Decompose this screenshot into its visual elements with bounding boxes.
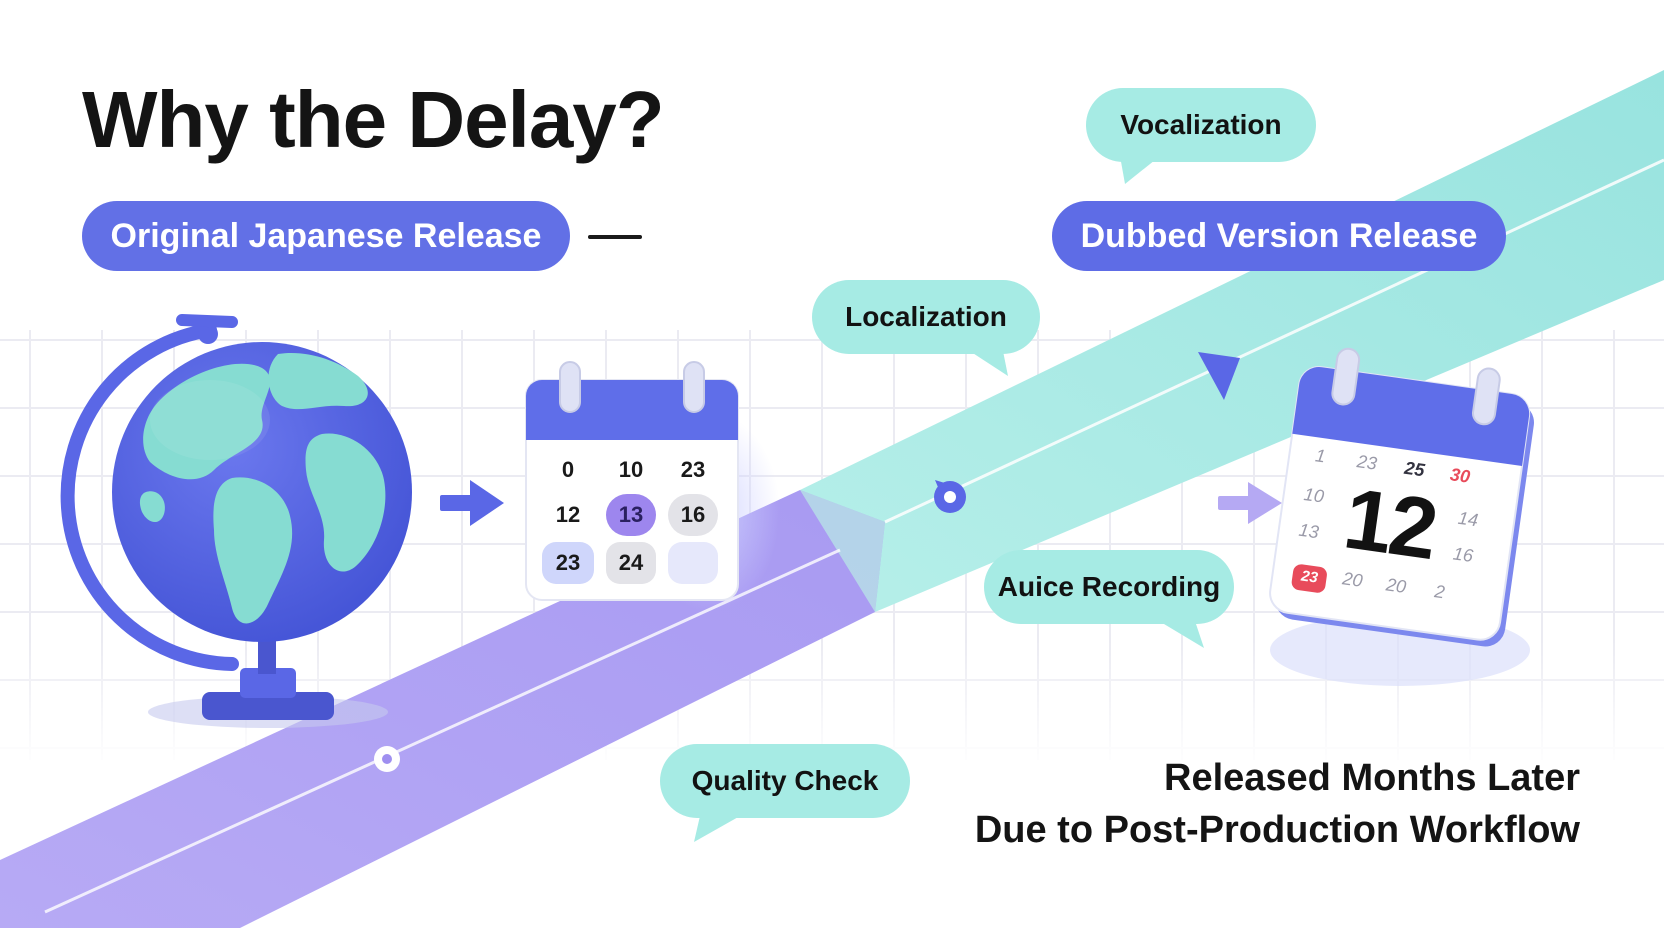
step-bubble-vocalization: Vocalization: [1086, 88, 1316, 162]
calendar-date: 20: [1341, 568, 1364, 591]
calendar-date: 20: [1384, 574, 1408, 597]
caption-line-2: Due to Post-Production Workflow: [974, 809, 1580, 851]
step-bubble-quality-check: Quality Check: [660, 744, 910, 818]
arrow-right-icon: [440, 480, 504, 526]
step-bubble-recording: Auice Recording: [984, 550, 1234, 624]
caption: Released Months Later Due to Post-Produc…: [975, 752, 1580, 856]
calendar-date: 10: [618, 457, 644, 482]
original-release-label: Original Japanese Release: [82, 201, 570, 271]
arrow-right-icon: [1218, 482, 1282, 524]
calendar-date: 23: [555, 550, 581, 575]
step-bubble-localization: Localization: [812, 280, 1040, 354]
calendar-date: 12: [555, 502, 581, 527]
page-title: Why the Delay?: [82, 75, 665, 164]
calendar-date-highlight: 23: [1300, 567, 1319, 587]
caption-line-1: Released Months Later: [1164, 757, 1580, 799]
dubbed-release-label: Dubbed Version Release: [1052, 201, 1506, 271]
calendar-date: 23: [680, 457, 706, 482]
calendar-date: 16: [680, 502, 706, 527]
calendar-date: 0: [561, 457, 575, 482]
calendar-date-selected: 13: [618, 502, 644, 527]
pointer-triangle: [1198, 352, 1240, 400]
calendar-big-date: 12: [1338, 470, 1441, 578]
calendar-date: 24: [618, 550, 644, 575]
calendar-icon: [525, 361, 780, 612]
globe-icon: [60, 314, 412, 728]
calendar-date: 14: [1456, 507, 1480, 531]
calendar-date: 16: [1451, 543, 1475, 567]
calendar-date: 2: [1433, 581, 1447, 603]
calendar-date: 13: [1297, 519, 1321, 543]
calendar-icon: [1269, 347, 1534, 686]
calendar-date: 1: [1314, 445, 1327, 467]
calendar-date: 10: [1302, 484, 1326, 507]
calendar-right-dates: 1 23 25 30 10 13 12 14 16 23 20 20 2: [1267, 364, 1531, 642]
divider-dash: [588, 235, 642, 239]
